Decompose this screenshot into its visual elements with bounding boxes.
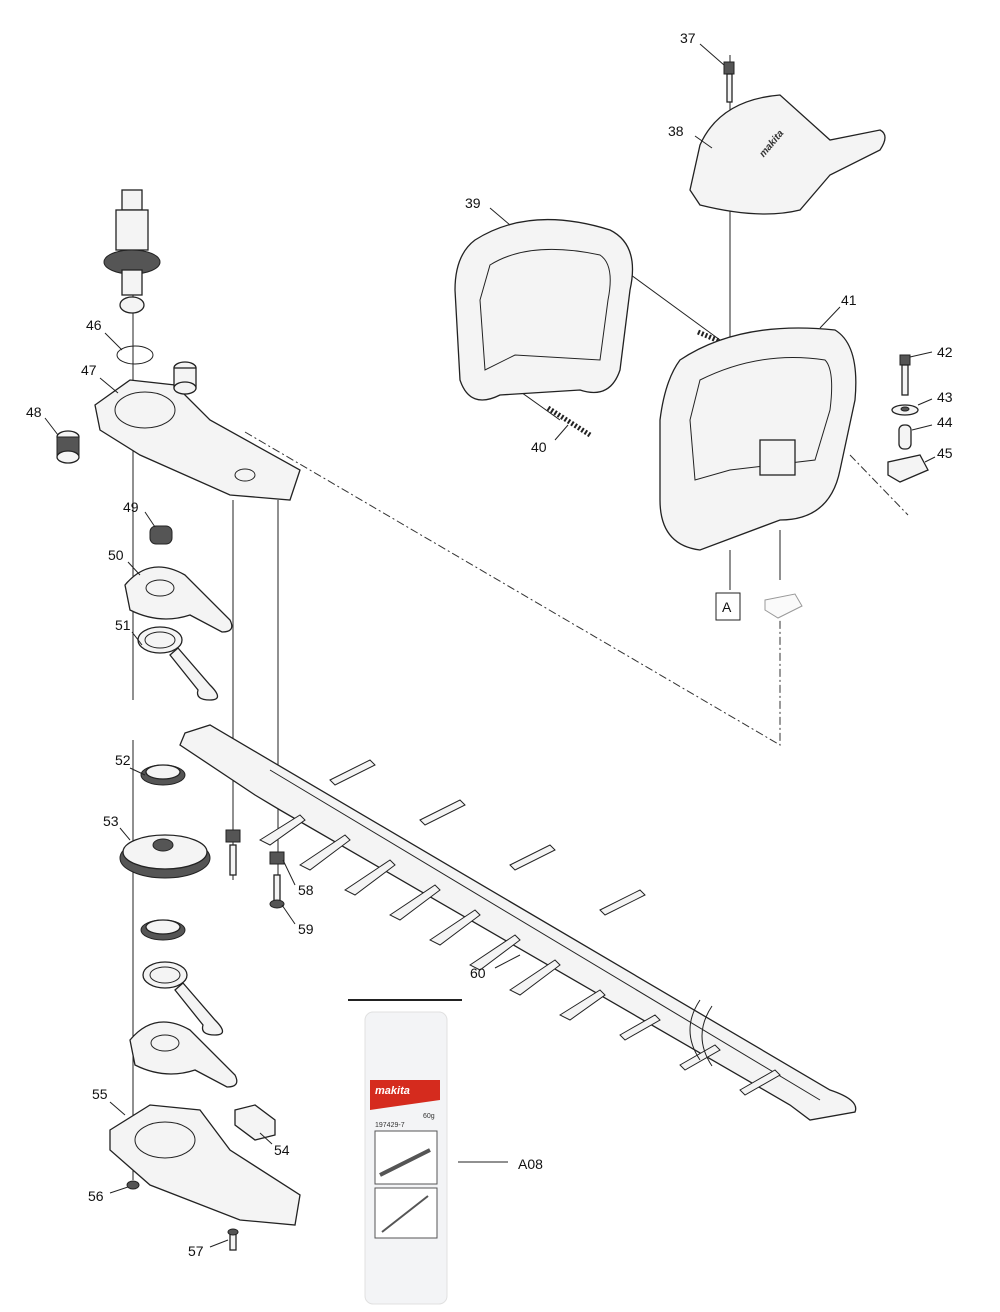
callout-58: 58 <box>298 882 314 898</box>
callout-57: 57 <box>188 1243 204 1259</box>
instruction-panel <box>374 1130 438 1185</box>
bolt-part-42 <box>899 354 911 396</box>
callout-39: 39 <box>465 195 481 211</box>
callout-53: 53 <box>103 813 119 829</box>
bearing-part <box>149 525 173 545</box>
callout-50: 50 <box>108 547 124 563</box>
spacer-block-part <box>234 1104 276 1141</box>
blade-part <box>179 724 857 1121</box>
sleeve-part-44 <box>898 424 912 450</box>
bolt-part-59 <box>269 874 285 909</box>
grip-cover-part: makita <box>689 94 886 215</box>
nut-part <box>225 829 241 876</box>
tube-brand: makita <box>375 1085 410 1097</box>
callout-41: 41 <box>841 292 857 308</box>
o-ring-part <box>116 345 154 365</box>
damper-part <box>173 361 197 395</box>
armature-part <box>103 189 161 314</box>
callout-43: 43 <box>937 389 953 405</box>
needle-bearing-part <box>140 919 186 941</box>
connecting-rod-part <box>142 961 224 1036</box>
tube-part-number: 197429-7 <box>375 1122 405 1129</box>
callout-46: 46 <box>86 317 102 333</box>
screw-part <box>227 1228 239 1251</box>
callout-40: 40 <box>531 439 547 455</box>
lower-gear-housing-part <box>109 1104 301 1226</box>
damper-part-48 <box>56 430 80 464</box>
callout-49: 49 <box>123 499 139 515</box>
callout-leaders <box>44 43 936 1248</box>
callout-59: 59 <box>298 921 314 937</box>
callout-42: 42 <box>937 344 953 360</box>
rear-handle-part <box>659 327 857 551</box>
spring-part-40 <box>546 405 592 438</box>
bolt-part-37 <box>723 61 735 103</box>
callout-47: 47 <box>81 362 97 378</box>
blade-illustration <box>379 1148 431 1177</box>
reference-box-label: A <box>722 599 732 615</box>
callout-38: 38 <box>668 123 684 139</box>
gear-housing-part <box>94 379 301 501</box>
assembly-line-dashed <box>244 431 781 746</box>
plate-part <box>129 1021 238 1088</box>
callout-51: 51 <box>115 617 131 633</box>
front-handle-part <box>454 218 634 401</box>
nut-part-ghost <box>764 593 803 619</box>
trimmer-illustration <box>381 1195 429 1233</box>
callout-45: 45 <box>937 445 953 461</box>
washer-part-43 <box>891 404 919 416</box>
nut-part-58 <box>269 851 285 865</box>
reference-box <box>715 592 741 621</box>
nut-part <box>126 1180 140 1190</box>
connecting-rod-part <box>137 626 219 701</box>
callout-60: 60 <box>470 965 486 981</box>
makita-logo-band <box>370 1080 440 1110</box>
grease-tube-image: makita 60g 197429-7 <box>364 1011 448 1305</box>
gear-part <box>119 834 211 879</box>
callout-55: 55 <box>92 1086 108 1102</box>
callout-37: 37 <box>680 30 696 46</box>
callout-a08: A08 <box>518 1156 543 1172</box>
callout-labels: 37 38 39 40 41 42 43 44 45 46 47 48 49 5… <box>26 30 953 1259</box>
callout-44: 44 <box>937 414 953 430</box>
callout-54: 54 <box>274 1142 290 1158</box>
nut-part-45 <box>887 454 929 483</box>
callout-52: 52 <box>115 752 131 768</box>
assembly-line-dashed <box>849 454 909 516</box>
needle-bearing-part <box>140 764 186 786</box>
callout-56: 56 <box>88 1188 104 1204</box>
tube-weight: 60g <box>423 1113 435 1120</box>
callout-48: 48 <box>26 404 42 420</box>
plate-part <box>124 566 233 633</box>
